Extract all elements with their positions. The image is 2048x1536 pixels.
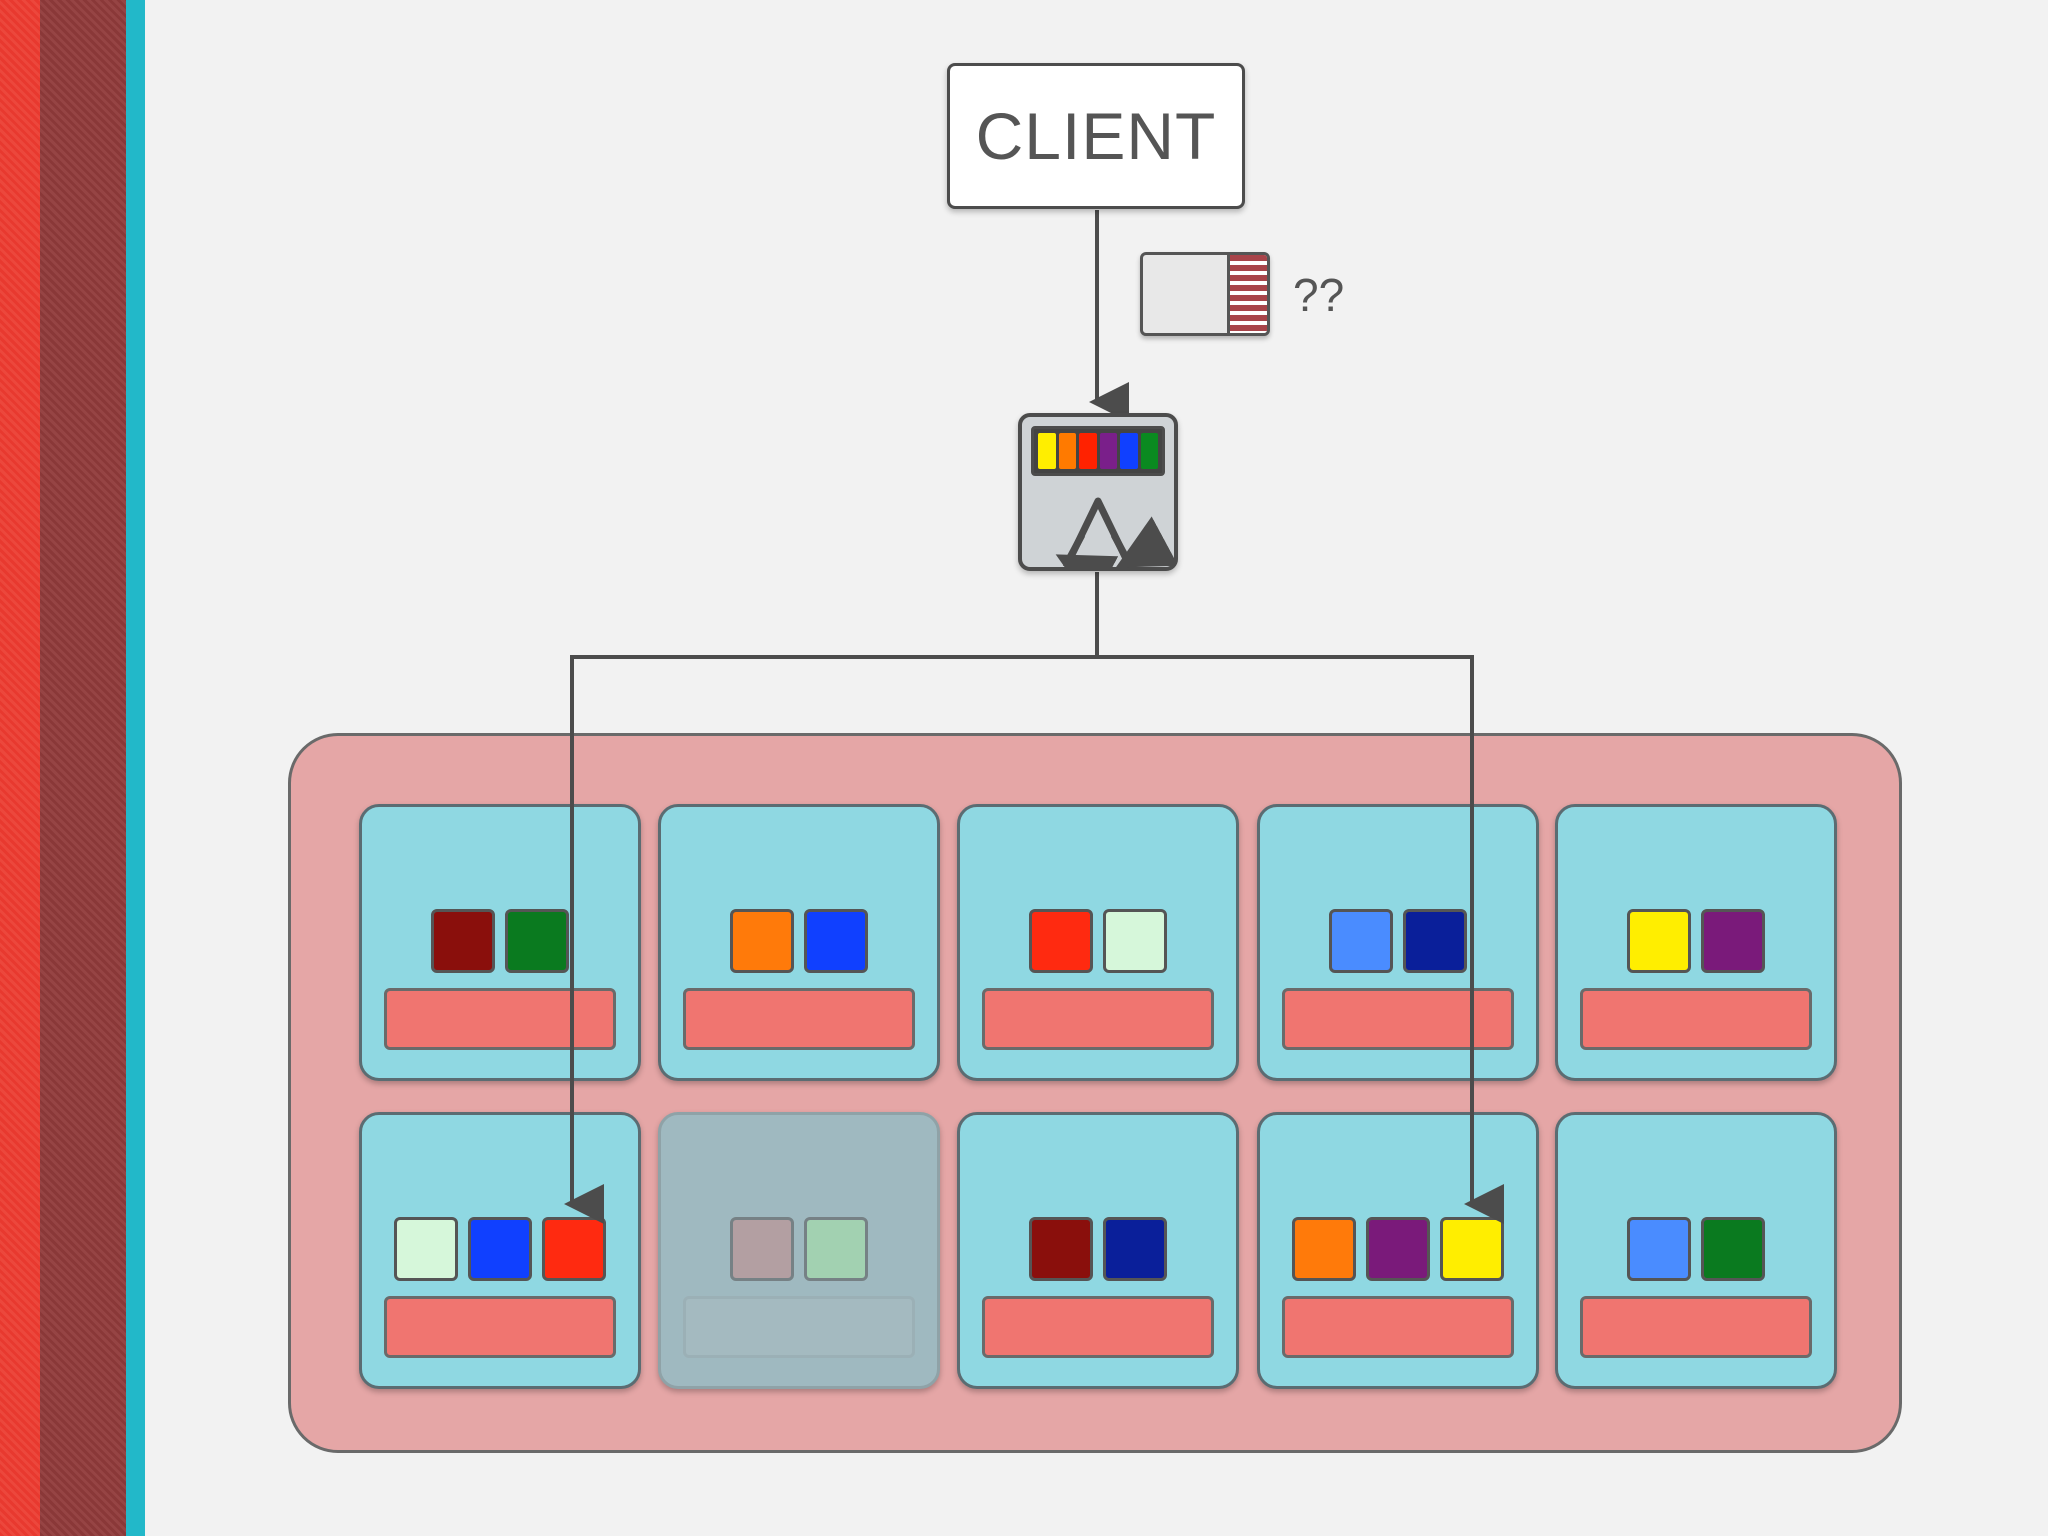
disk-bar — [1580, 988, 1812, 1050]
disk-bar — [683, 1296, 915, 1358]
shard-map-tick — [1099, 433, 1117, 469]
node-6 — [359, 1112, 641, 1389]
shard-block — [1103, 1217, 1167, 1281]
shard-block — [1029, 909, 1093, 973]
shard-block — [1329, 909, 1393, 973]
shard-block — [1403, 909, 1467, 973]
shard-block — [431, 909, 495, 973]
node-3 — [957, 804, 1239, 1081]
node-10 — [1555, 1112, 1837, 1389]
client-box: CLIENT — [947, 63, 1245, 209]
disk-bar — [1580, 1296, 1812, 1358]
node-1 — [359, 804, 641, 1081]
shard-map-tick — [1140, 433, 1158, 469]
left-stripe-dark — [40, 0, 126, 1536]
client-label: CLIENT — [975, 99, 1217, 173]
shard-block — [1701, 1217, 1765, 1281]
shard-block — [1440, 1217, 1504, 1281]
shard-block — [1701, 909, 1765, 973]
node-2 — [658, 804, 940, 1081]
disk-bar — [982, 1296, 1214, 1358]
left-stripe-teal — [126, 0, 145, 1536]
shard-block — [394, 1217, 458, 1281]
shard-block — [1292, 1217, 1356, 1281]
shard-map-bar — [1031, 426, 1165, 476]
shard-block — [804, 1217, 868, 1281]
shard-map-tick — [1058, 433, 1076, 469]
node-8 — [957, 1112, 1239, 1389]
disk-bar — [384, 988, 616, 1050]
shard-block — [1627, 909, 1691, 973]
shard-map-tick — [1120, 433, 1138, 469]
shard-group — [1558, 1217, 1834, 1281]
shard-map-tick — [1079, 433, 1097, 469]
node-7 — [658, 1112, 940, 1389]
shard-block — [1029, 1217, 1093, 1281]
shard-group — [661, 909, 937, 973]
node-5 — [1555, 804, 1837, 1081]
shard-group — [661, 1217, 937, 1281]
routing-card-icon — [1140, 252, 1270, 336]
split-arrows-icon — [1055, 497, 1174, 571]
shard-group — [1260, 909, 1536, 973]
left-stripe-red — [0, 0, 40, 1536]
shard-block — [1627, 1217, 1691, 1281]
disk-bar — [384, 1296, 616, 1358]
shard-group — [960, 909, 1236, 973]
shard-group — [1260, 1217, 1536, 1281]
router-box — [1018, 413, 1178, 571]
shard-block — [505, 909, 569, 973]
shard-block — [730, 909, 794, 973]
shard-map-tick — [1038, 433, 1056, 469]
shard-group — [960, 1217, 1236, 1281]
shard-group — [1558, 909, 1834, 973]
shard-block — [730, 1217, 794, 1281]
disk-bar — [982, 988, 1214, 1050]
shard-group — [362, 1217, 638, 1281]
routing-card-note: ?? — [1293, 269, 1345, 321]
shard-block — [1103, 909, 1167, 973]
shard-block — [468, 1217, 532, 1281]
shard-group — [362, 909, 638, 973]
shard-block — [804, 909, 868, 973]
disk-bar — [1282, 1296, 1514, 1358]
cluster — [288, 733, 1902, 1453]
disk-bar — [1282, 988, 1514, 1050]
node-4 — [1257, 804, 1539, 1081]
node-9 — [1257, 1112, 1539, 1389]
disk-bar — [683, 988, 915, 1050]
shard-block — [1366, 1217, 1430, 1281]
